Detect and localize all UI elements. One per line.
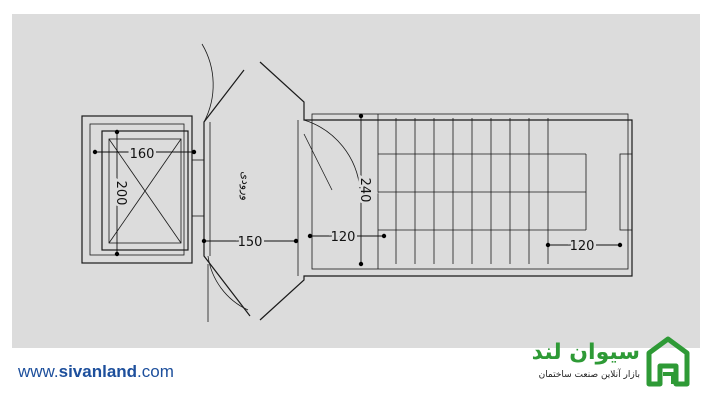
floor-plan-drawing: 160 200 150 120 240 120 ورودی	[12, 14, 700, 348]
url-suffix: .com	[137, 362, 174, 381]
entrance-lobby	[201, 43, 633, 322]
logo-name: سیوان لند	[531, 340, 640, 365]
dim-cabin-depth: 200	[113, 181, 128, 206]
dim-flight-width: 120	[570, 239, 595, 254]
elevator-shaft	[81, 115, 205, 264]
dim-landing-width: 120	[331, 230, 356, 245]
dim-cabin-width: 160	[130, 147, 155, 162]
stair-elevator-plan: 160 200 150 120 240 120 ورودی	[81, 43, 633, 322]
room-label-entrance: ورودی	[239, 171, 252, 200]
url-brand: sivanland	[58, 362, 138, 381]
dimension-labels: 160 200 150 120 240 120 ورودی	[111, 145, 597, 257]
brand-logo: سیوان لند بازار آنلاین صنعت ساختمان	[500, 334, 700, 394]
dim-stair-length: 240	[357, 178, 372, 203]
website-url[interactable]: www.sivanland.com	[18, 362, 174, 382]
house-logo-icon	[646, 336, 690, 387]
stair-well	[311, 113, 633, 270]
dim-corridor-width: 150	[238, 235, 263, 250]
logo-tagline: بازار آنلاین صنعت ساختمان	[538, 370, 640, 380]
url-prefix: www.	[18, 362, 59, 381]
dimension-lines	[92, 113, 623, 267]
